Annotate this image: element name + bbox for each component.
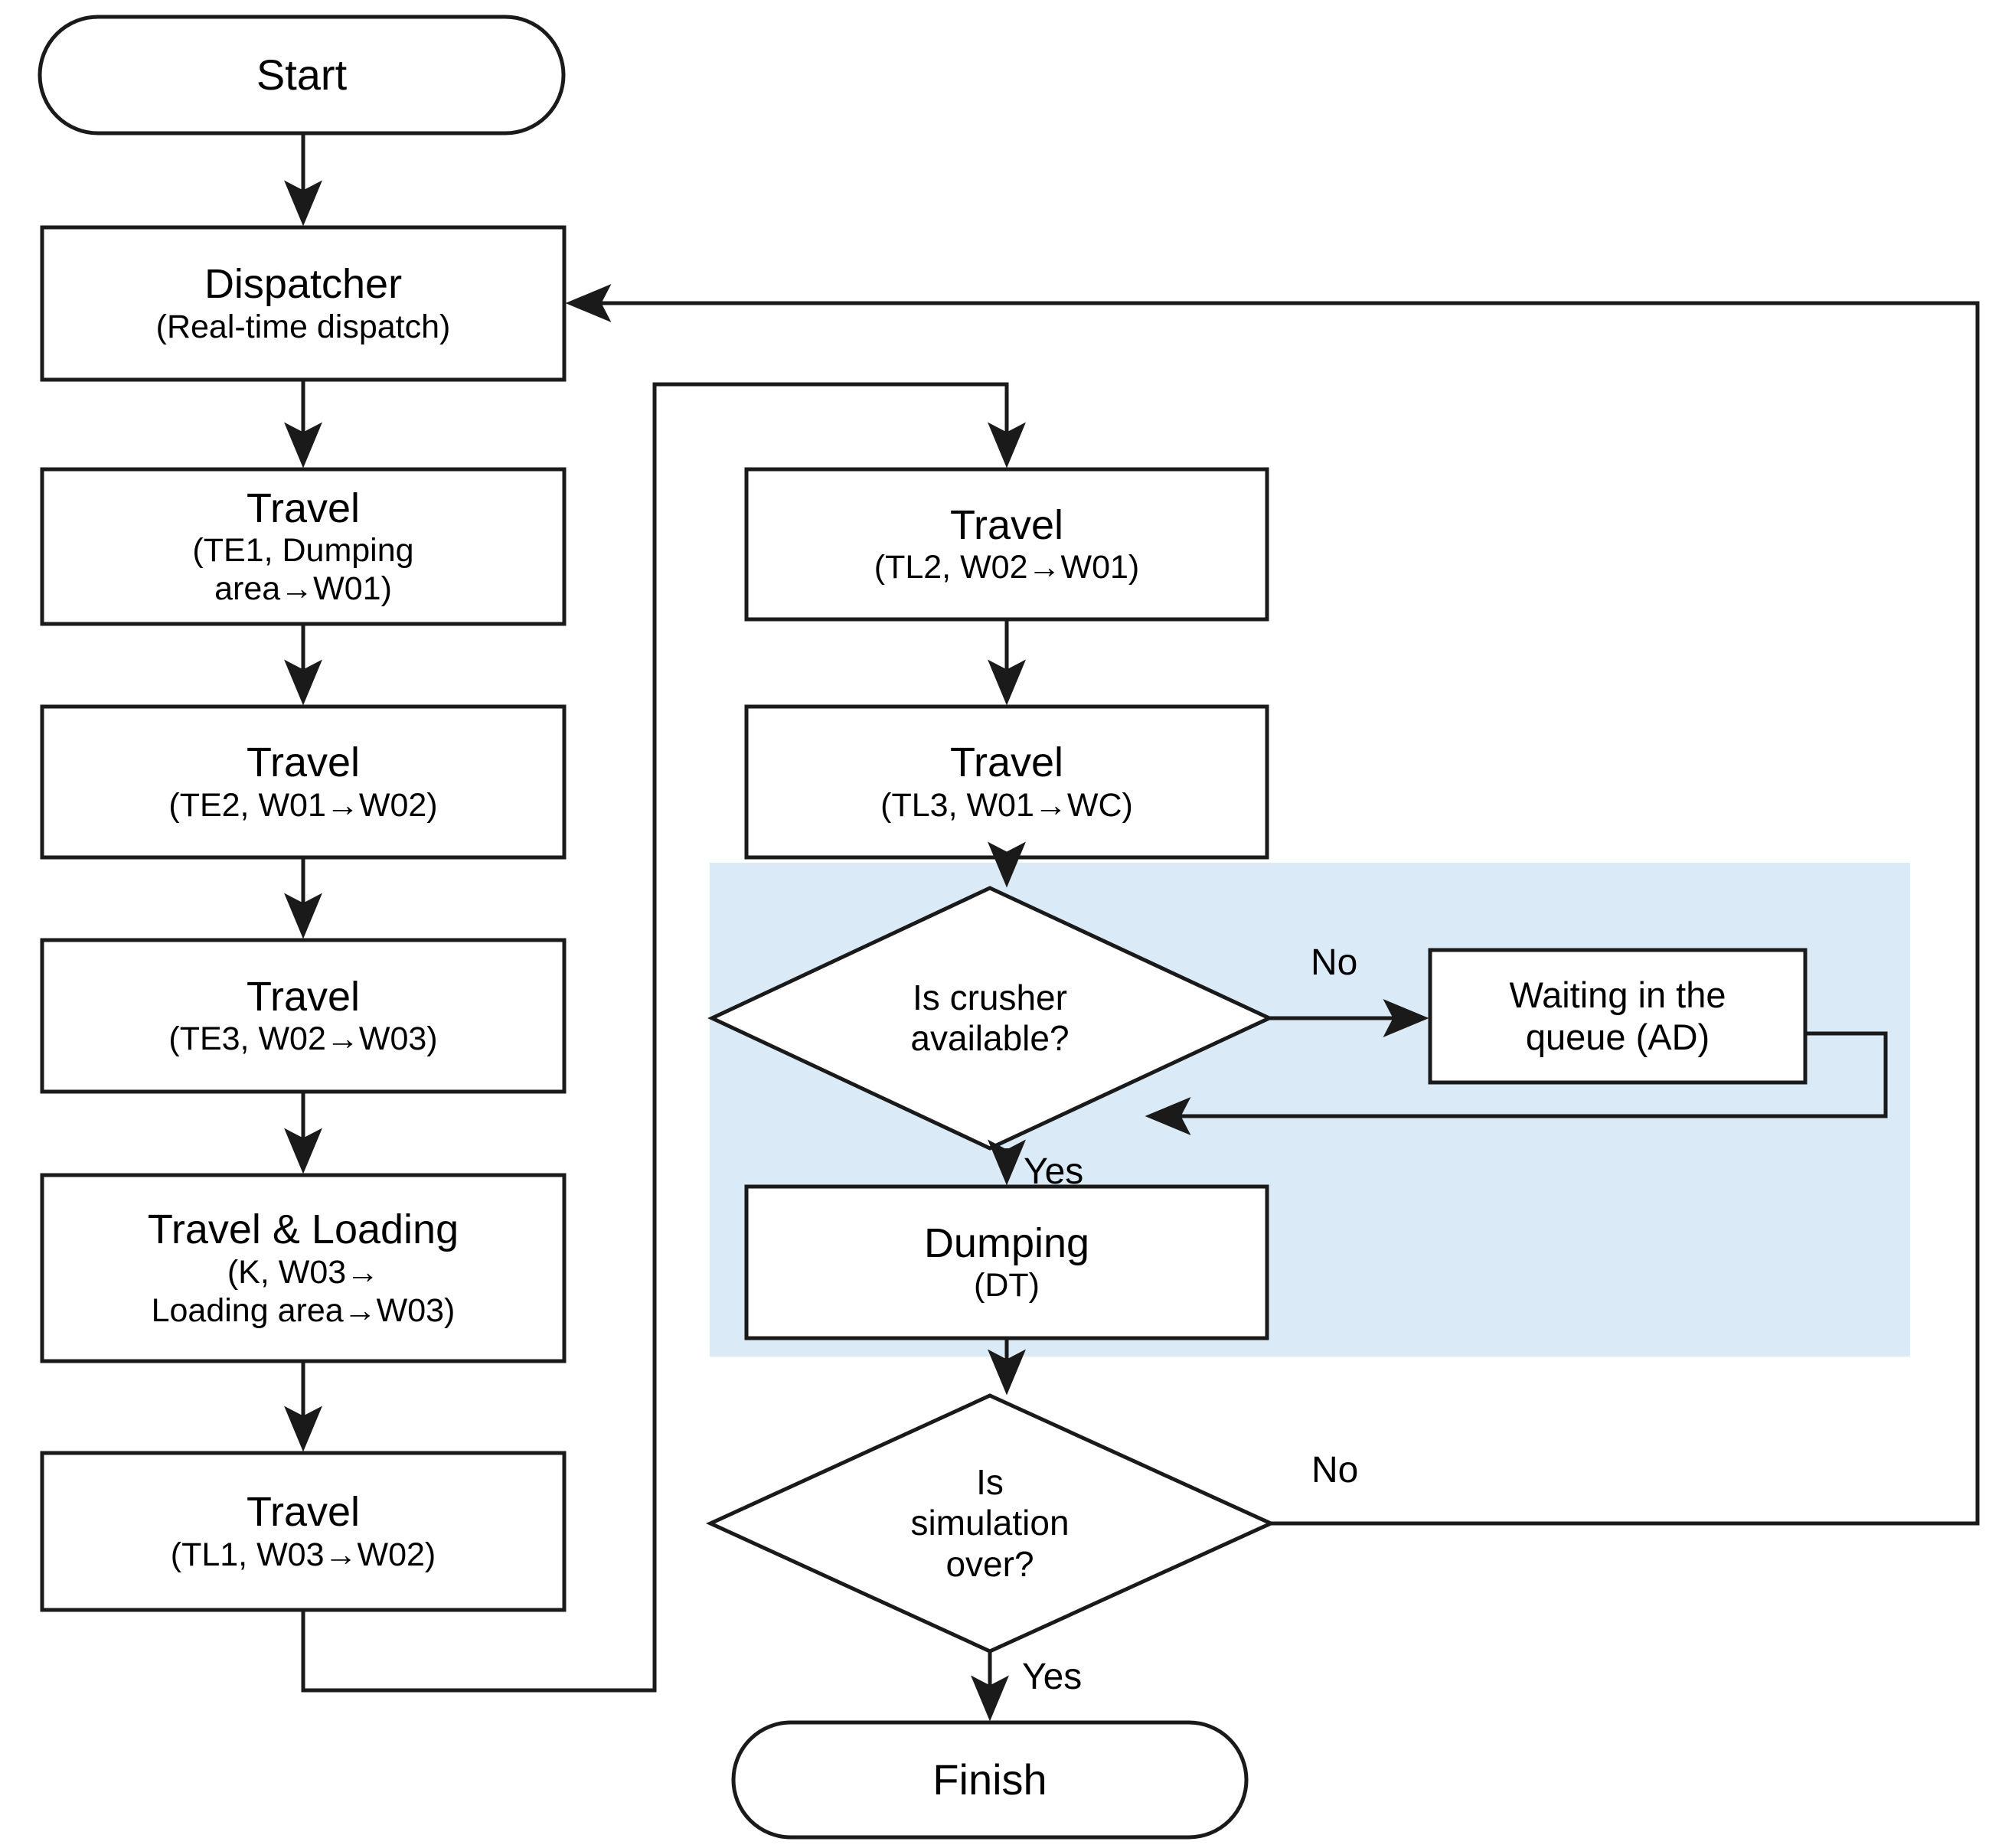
travel-te1-node-shape bbox=[40, 467, 567, 626]
waiting-queue-node-shape bbox=[1428, 948, 1808, 1085]
edge-tl1-to-tl2 bbox=[301, 382, 1026, 1693]
travel-loading-k-node-shape bbox=[40, 1173, 567, 1363]
travel-tl3-node-shape bbox=[744, 704, 1269, 860]
edge-queue-back-to-crusher bbox=[1145, 1031, 1888, 1135]
edge-simulation-no-to-dispatcher bbox=[565, 284, 1980, 1526]
finish-node-shape bbox=[731, 1720, 1249, 1840]
travel-te3-node-shape bbox=[40, 938, 567, 1094]
travel-te2-node-shape bbox=[40, 704, 567, 860]
travel-tl2-node-shape bbox=[744, 467, 1269, 622]
simulation-decision-node-shape bbox=[705, 1393, 1276, 1654]
dispatcher-node-shape bbox=[40, 225, 567, 382]
dumping-node-shape bbox=[744, 1184, 1269, 1340]
start-node-shape bbox=[38, 15, 566, 135]
travel-tl1-node-shape bbox=[40, 1451, 567, 1612]
